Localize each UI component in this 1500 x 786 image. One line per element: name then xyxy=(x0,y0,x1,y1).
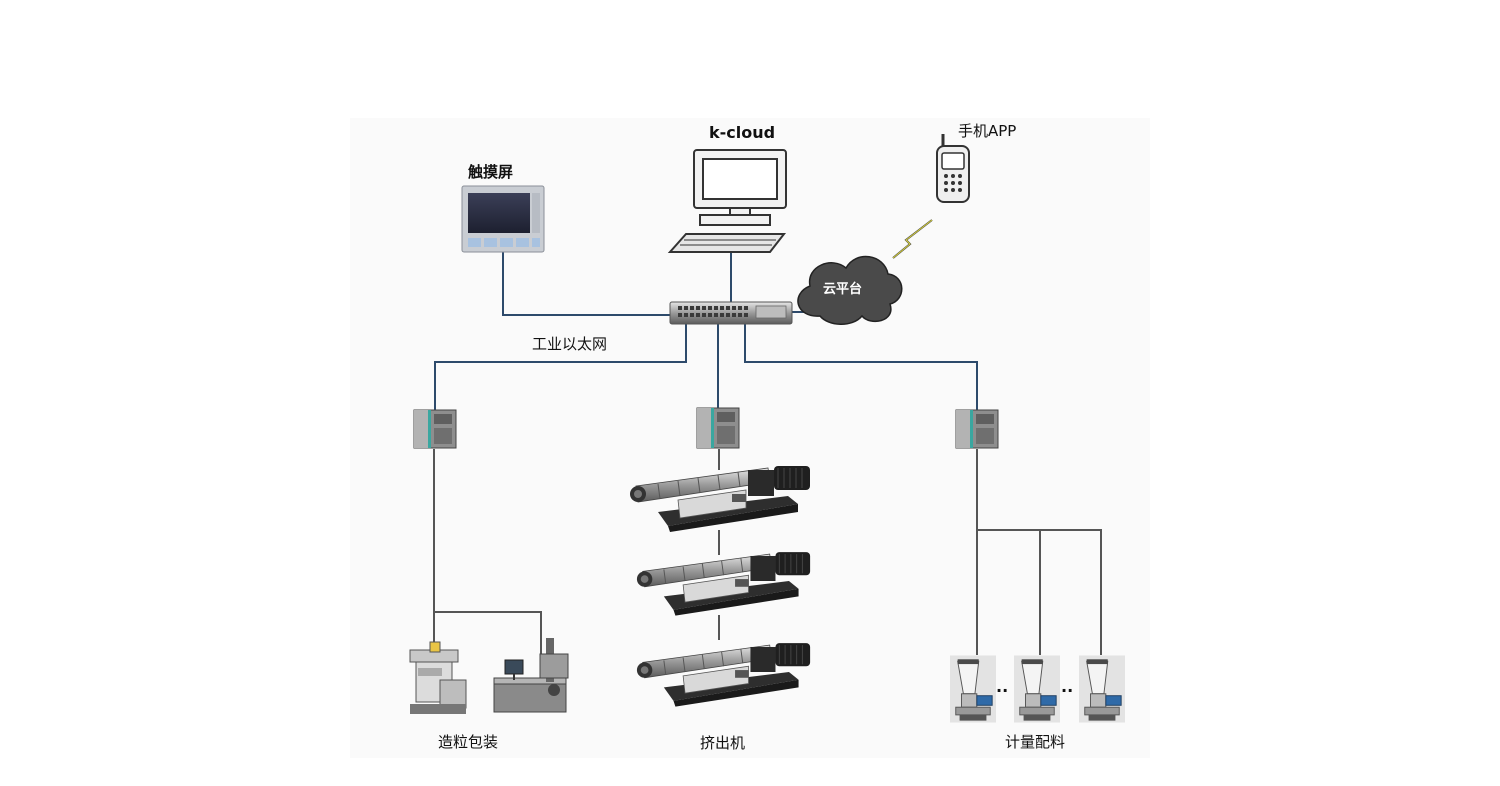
plc-controller-icon xyxy=(413,409,457,449)
link-switch-plc-right xyxy=(744,324,978,410)
gravimetric-feeder-icon xyxy=(1014,655,1060,723)
network-switch-icon xyxy=(669,301,793,325)
plc-controller-icon xyxy=(955,409,999,449)
cloud-platform-label: 云平台 xyxy=(823,282,863,297)
feeder-ellipsis: .. xyxy=(996,677,1009,696)
plc-controller-icon xyxy=(696,407,740,449)
pelletizer-icon xyxy=(409,641,467,714)
cloud-icon xyxy=(797,255,903,325)
dosing-label: 计量配料 xyxy=(1005,733,1066,751)
monitor-computer-icon xyxy=(667,149,787,253)
extruder-label: 挤出机 xyxy=(700,734,746,752)
kcloud-label: k-cloud xyxy=(709,123,776,142)
packaging-machine-icon xyxy=(493,638,569,713)
mobile-phone-icon xyxy=(936,134,970,203)
mobile-app-label: 手机APP xyxy=(958,122,1017,140)
ethernet-label: 工业以太网 xyxy=(532,335,608,353)
link-switch-plc-left xyxy=(434,324,687,410)
touch-screen-label: 触摸屏 xyxy=(468,163,514,181)
link-touchscreen-switch xyxy=(502,252,672,316)
field-cables xyxy=(433,449,1102,655)
touch-panel-icon xyxy=(461,185,545,253)
network-links xyxy=(434,250,978,410)
gravimetric-feeder-icon xyxy=(1079,655,1125,723)
cable-dosing-bus xyxy=(977,529,1102,655)
wireless-signal-icon xyxy=(892,219,933,259)
gravimetric-feeder-icon xyxy=(950,655,996,723)
pelletizing-label: 造粒包装 xyxy=(438,733,499,751)
cable-plc-left-packaging xyxy=(434,611,542,655)
feeder-ellipsis: .. xyxy=(1061,677,1074,696)
